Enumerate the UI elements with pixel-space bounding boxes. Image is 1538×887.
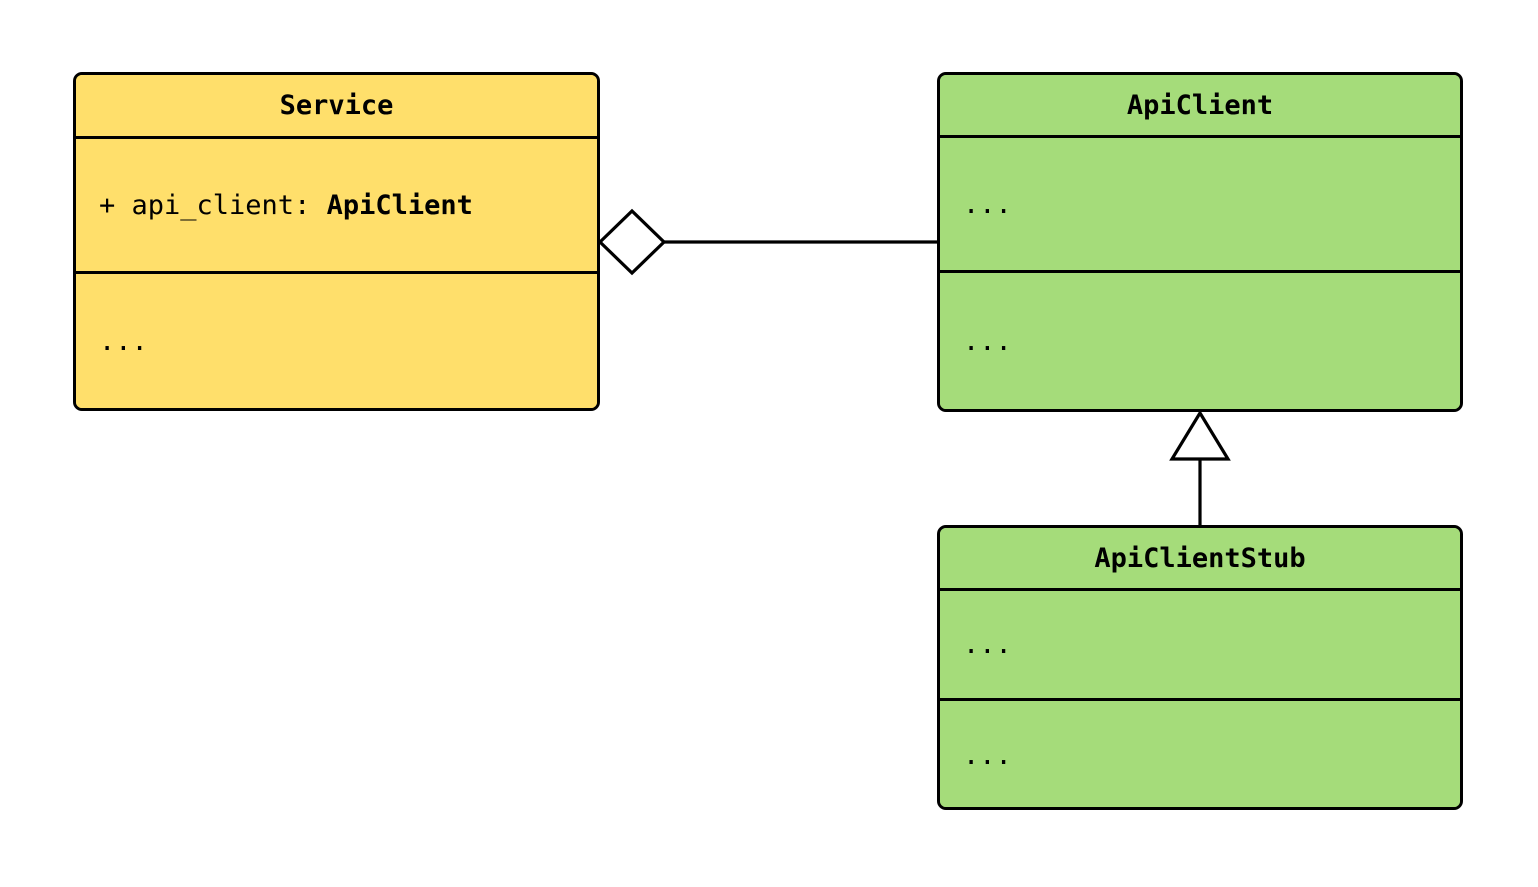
class-title-compartment-apiclientstub: ApiClientStub	[940, 528, 1460, 588]
class-methods-compartment-apiclient: ...	[940, 270, 1460, 409]
class-title-compartment-apiclient: ApiClient	[940, 75, 1460, 135]
class-name-apiclient: ApiClient	[1126, 89, 1274, 121]
methods-ellipsis-apiclientstub: ...	[963, 740, 1012, 771]
class-box-service[interactable]: Service + api_client: ApiClient ...	[73, 72, 600, 411]
attribute-api-client-type: ApiClient	[326, 189, 473, 221]
attribute-api-client-prefix: + api_client:	[99, 189, 327, 221]
class-attributes-compartment-apiclientstub: ...	[940, 588, 1460, 698]
attributes-ellipsis-apiclientstub: ...	[963, 629, 1012, 660]
class-title-compartment-service: Service	[76, 75, 597, 136]
class-box-apiclient[interactable]: ApiClient ... ...	[937, 72, 1463, 412]
class-box-apiclientstub[interactable]: ApiClientStub ... ...	[937, 525, 1463, 810]
class-name-apiclientstub: ApiClientStub	[1094, 542, 1306, 574]
methods-ellipsis-service: ...	[99, 325, 148, 357]
class-attributes-compartment-service: + api_client: ApiClient	[76, 136, 597, 271]
class-methods-compartment-apiclientstub: ...	[940, 698, 1460, 807]
class-attributes-compartment-apiclient: ...	[940, 135, 1460, 270]
attribute-api-client: + api_client: ApiClient	[76, 190, 473, 221]
aggregation-hollow-diamond-icon	[597, 208, 667, 276]
class-methods-compartment-service: ...	[76, 271, 597, 408]
inheritance-hollow-triangle-icon	[1169, 409, 1231, 461]
methods-ellipsis-apiclient: ...	[963, 325, 1012, 357]
class-name-service: Service	[279, 90, 394, 121]
attributes-ellipsis-apiclient: ...	[963, 188, 1012, 220]
